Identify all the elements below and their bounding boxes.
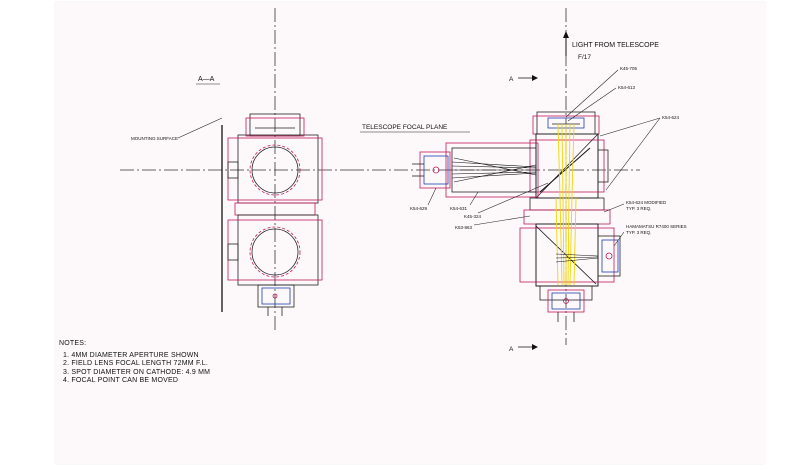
- section-marker-bottom: A: [509, 346, 514, 353]
- drawing-sheet: [55, 2, 765, 464]
- label-k54-631: K54-631: [450, 206, 468, 211]
- section-title: A—A: [198, 76, 215, 83]
- section-view-a-a: [120, 8, 350, 330]
- section-marker-top: A: [509, 76, 514, 83]
- note-item: 1. 4MM DIAMETER APERTURE SHOWN: [63, 351, 199, 359]
- label-k54-613: K54-613: [618, 85, 636, 90]
- label-hamamatsu-qty: TYP. 3 REQ.: [626, 230, 651, 235]
- note-item: 3. SPOT DIAMETER ON CATHODE: 4.9 MM: [63, 368, 211, 376]
- note-item: 2. FIELD LENS FOCAL LENGTH 72MM F.L.: [63, 360, 209, 367]
- mounting-surface-label: MOUNTING SURFACE: [131, 136, 178, 141]
- label-k45-705: K45-705: [620, 66, 638, 71]
- label-k53-863: K53-863: [455, 225, 473, 230]
- notes-block: NOTES: 1. 4MM DIAMETER APERTURE SHOWN 2.…: [59, 340, 309, 386]
- label-k45-324: K45-324: [464, 214, 482, 219]
- label-k54-624-qty: TYP. 3 REQ.: [626, 206, 651, 211]
- notes-title: NOTES:: [59, 340, 87, 347]
- label-hamamatsu: HAMAMATSU R7400 SERIES: [626, 224, 687, 229]
- note-item: 4. FOCAL POINT CAN BE MOVED: [63, 377, 179, 384]
- light-from-telescope-label: LIGHT FROM TELESCOPE: [572, 42, 659, 49]
- label-k54-624-modified: K54-624 MODIFIED: [626, 200, 667, 205]
- notes-list: 1. 4MM DIAMETER APERTURE SHOWN 2. FIELD …: [59, 352, 309, 386]
- f-ratio-label: F/17: [578, 54, 591, 61]
- label-k54-624: K54-624: [662, 115, 680, 120]
- label-k54-629: K54-629: [410, 206, 428, 211]
- photometer-assembly: [350, 8, 661, 350]
- focal-plane-label: TELESCOPE FOCAL PLANE: [362, 124, 448, 131]
